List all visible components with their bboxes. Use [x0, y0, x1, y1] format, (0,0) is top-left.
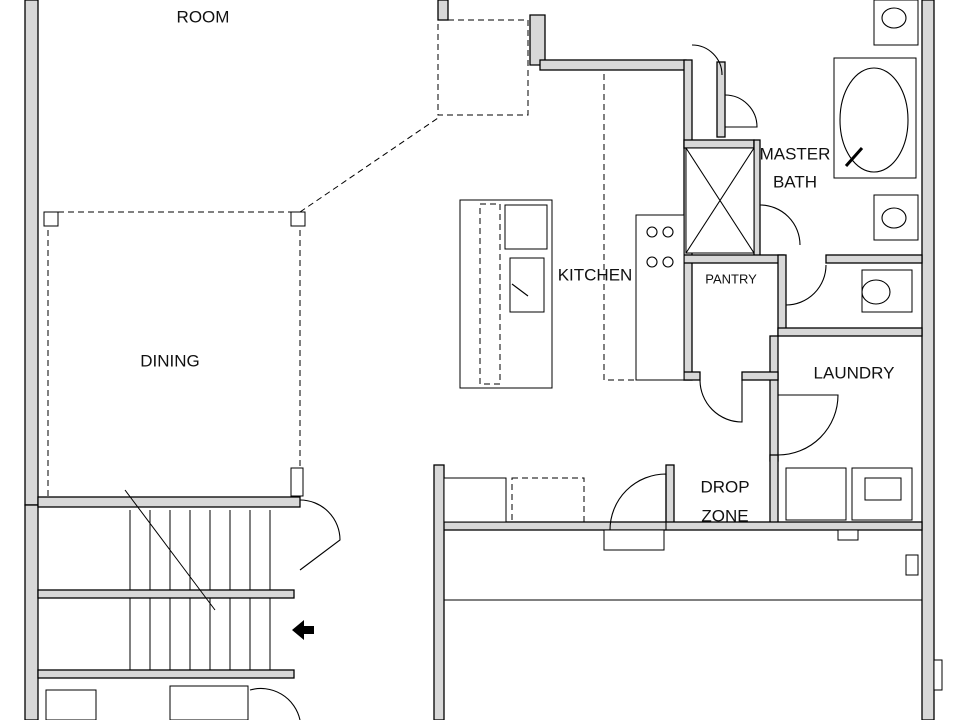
- burner-icon: [646, 256, 658, 268]
- kitchen-label: KITCHEN: [558, 265, 633, 284]
- washer: [785, 467, 847, 521]
- wc-door-2: [785, 264, 827, 306]
- garage-door: [609, 473, 667, 531]
- dining-label: DINING: [140, 351, 200, 370]
- stair-mid-wall: [37, 589, 295, 599]
- drop-zone-cabinet: [511, 477, 585, 523]
- burner-icon: [662, 226, 674, 238]
- pantry-top-wall: [683, 254, 785, 264]
- stair-bottom-wall: [37, 669, 295, 679]
- vanity-upper: [873, 0, 919, 46]
- drop-zone-right-wall: [769, 454, 779, 528]
- master-bath-label-line2: BATH: [773, 172, 817, 191]
- master-bath-fixtures: [685, 0, 919, 313]
- dining-bottom-wall: [37, 496, 301, 508]
- powder-vanity: [45, 689, 97, 720]
- utility-sink: [864, 477, 902, 501]
- entry-door: [299, 499, 341, 571]
- pantry-right-wall: [777, 254, 787, 336]
- entry-arrow-icon: [292, 620, 314, 640]
- wc-top-wall: [825, 254, 923, 264]
- range-counter: [635, 214, 685, 381]
- shower-diagonal: [685, 147, 755, 254]
- shower-top-wall: [683, 139, 755, 149]
- island-overhang: [479, 203, 501, 385]
- garage-left-wall: [433, 464, 445, 720]
- laundry-door: [777, 394, 839, 456]
- pantry-label: PANTRY: [705, 271, 757, 286]
- kitchen-island: [459, 199, 553, 389]
- left-exterior-wall: [24, 0, 39, 506]
- dashed-outlines: [47, 19, 685, 498]
- vent: [837, 529, 859, 541]
- kitchen-top-wall: [539, 59, 687, 71]
- vanity-lower: [873, 194, 919, 241]
- faucet: [511, 283, 529, 297]
- column-dining-bottom: [290, 467, 304, 497]
- burner-icon: [662, 256, 674, 268]
- dining-soffit: [47, 211, 301, 498]
- bath-door: [724, 94, 758, 128]
- master-bath-wall: [716, 61, 726, 138]
- laundry-left-wall: [769, 335, 779, 462]
- laundry-label: LAUNDRY: [814, 363, 895, 382]
- master-bath-label-line1: MASTER: [760, 144, 831, 163]
- right-exterior-wall: [921, 0, 935, 720]
- pantry-bottom-wall-left: [683, 371, 701, 381]
- garage-top-wall: [441, 521, 923, 531]
- drop-zone-label-line1: DROP: [700, 477, 749, 496]
- wc-door: [759, 204, 801, 246]
- fireplace-wall: [437, 0, 449, 21]
- bench: [443, 477, 507, 523]
- angled-soffit: [299, 117, 439, 213]
- powder-shower: [169, 685, 249, 720]
- column-dining-right: [290, 211, 306, 227]
- pillar-upper: [529, 14, 546, 66]
- powder-door: [249, 687, 301, 720]
- doors: [299, 44, 839, 571]
- nook-soffit: [437, 19, 529, 116]
- tub-faucet: [844, 147, 864, 167]
- garage-step: [603, 529, 665, 551]
- room-label: ROOM: [177, 7, 230, 26]
- sink-upper: [881, 7, 907, 29]
- toilet-bowl: [861, 279, 891, 305]
- tub-deck: [833, 57, 917, 179]
- burner-icon: [646, 226, 658, 238]
- stairs: [124, 489, 271, 670]
- exterior-fixture: [933, 659, 943, 691]
- toilet-tank: [861, 269, 913, 313]
- left-exterior-wall-lower: [24, 504, 39, 720]
- drop-zone-left-wall: [665, 464, 675, 528]
- garage-fixture: [905, 554, 919, 576]
- walls: [24, 0, 935, 720]
- closet-door: [691, 44, 723, 76]
- island-sink: [509, 257, 545, 313]
- dishwasher: [504, 204, 548, 250]
- sink-lower: [881, 207, 907, 229]
- drop-zone-label-line2: ZONE: [701, 506, 748, 525]
- bathtub: [839, 67, 909, 173]
- pantry-door: [699, 379, 743, 423]
- pantry-bottom-wall-right: [741, 371, 779, 381]
- column-dining-left: [43, 211, 59, 227]
- laundry-top-wall: [777, 327, 923, 337]
